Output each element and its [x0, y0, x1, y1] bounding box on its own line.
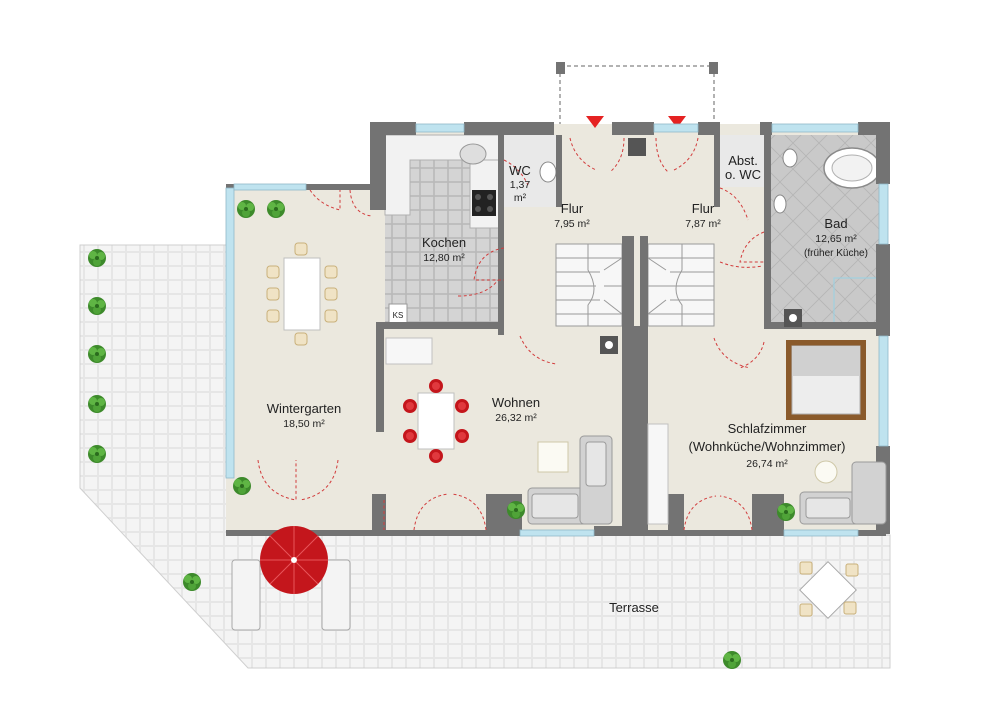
- room-note-bad: (früher Küche): [804, 248, 868, 259]
- sideboard: [385, 337, 433, 365]
- dining-table-wintergarten: [266, 242, 338, 346]
- entry-porch-outline: [560, 65, 715, 124]
- room-area-schlafzimmer: 26,74 m²: [746, 458, 788, 470]
- staircase-right: [647, 243, 715, 327]
- room-area-wintergarten: 18,50 m²: [283, 418, 325, 430]
- entry-arrow-icon: [586, 116, 604, 128]
- door-swings: [257, 137, 765, 531]
- room-name-bad: Bad: [824, 216, 847, 231]
- room-area-wohnen: 26,32 m²: [495, 412, 537, 424]
- terrace-table-set: [799, 561, 859, 619]
- room-name-wohnen: Wohnen: [492, 395, 540, 410]
- room-subtitle-schlafzimmer: (Wohnküche/Wohnzimmer): [688, 439, 845, 454]
- staircase-left: [555, 243, 623, 327]
- room-name-wintergarten: Wintergarten: [267, 401, 341, 416]
- chimney-icon: [628, 138, 646, 156]
- toilet-icon: [539, 161, 557, 183]
- sofa-bedroom: [799, 461, 887, 525]
- umbrella-icon: [260, 526, 328, 594]
- fridge-label: KS: [393, 311, 404, 320]
- room-area-flur-1: 7,95 m²: [554, 218, 590, 230]
- room-area-bad: 12,65 m²: [815, 233, 857, 245]
- room-area-wc: 1,37: [510, 179, 531, 191]
- room-name-terrasse: Terrasse: [609, 600, 659, 615]
- sun-lounger: [231, 559, 351, 631]
- stove-icon: [472, 190, 496, 216]
- entry-arrow-icon: [668, 116, 686, 128]
- room-name-flur-1: Flur: [561, 201, 584, 216]
- room-name-wc: WC: [509, 163, 531, 178]
- dining-table-wohnen: [403, 379, 469, 463]
- sink-icon: [459, 143, 487, 165]
- wardrobe: [647, 423, 669, 525]
- bed: [786, 340, 866, 420]
- room-name-abst-1: Abst.: [728, 153, 758, 168]
- toilet-icon: [782, 148, 798, 168]
- sofa-wohnen: [527, 435, 613, 525]
- room-area-kochen: 12,80 m²: [423, 252, 465, 264]
- room-name-abst-2: o. WC: [725, 167, 761, 182]
- room-area-flur-2: 7,87 m²: [685, 218, 721, 230]
- side-table: [814, 460, 838, 484]
- abst-floor: [718, 135, 766, 187]
- washbasin-icon: [773, 194, 787, 214]
- room-name-flur-2: Flur: [692, 201, 715, 216]
- room-name-schlafzimmer: Schlafzimmer: [728, 421, 807, 436]
- room-name-kochen: Kochen: [422, 235, 466, 250]
- windows: [225, 123, 889, 537]
- room-area-unit-wc: m²: [514, 192, 527, 204]
- coffee-table: [537, 441, 569, 473]
